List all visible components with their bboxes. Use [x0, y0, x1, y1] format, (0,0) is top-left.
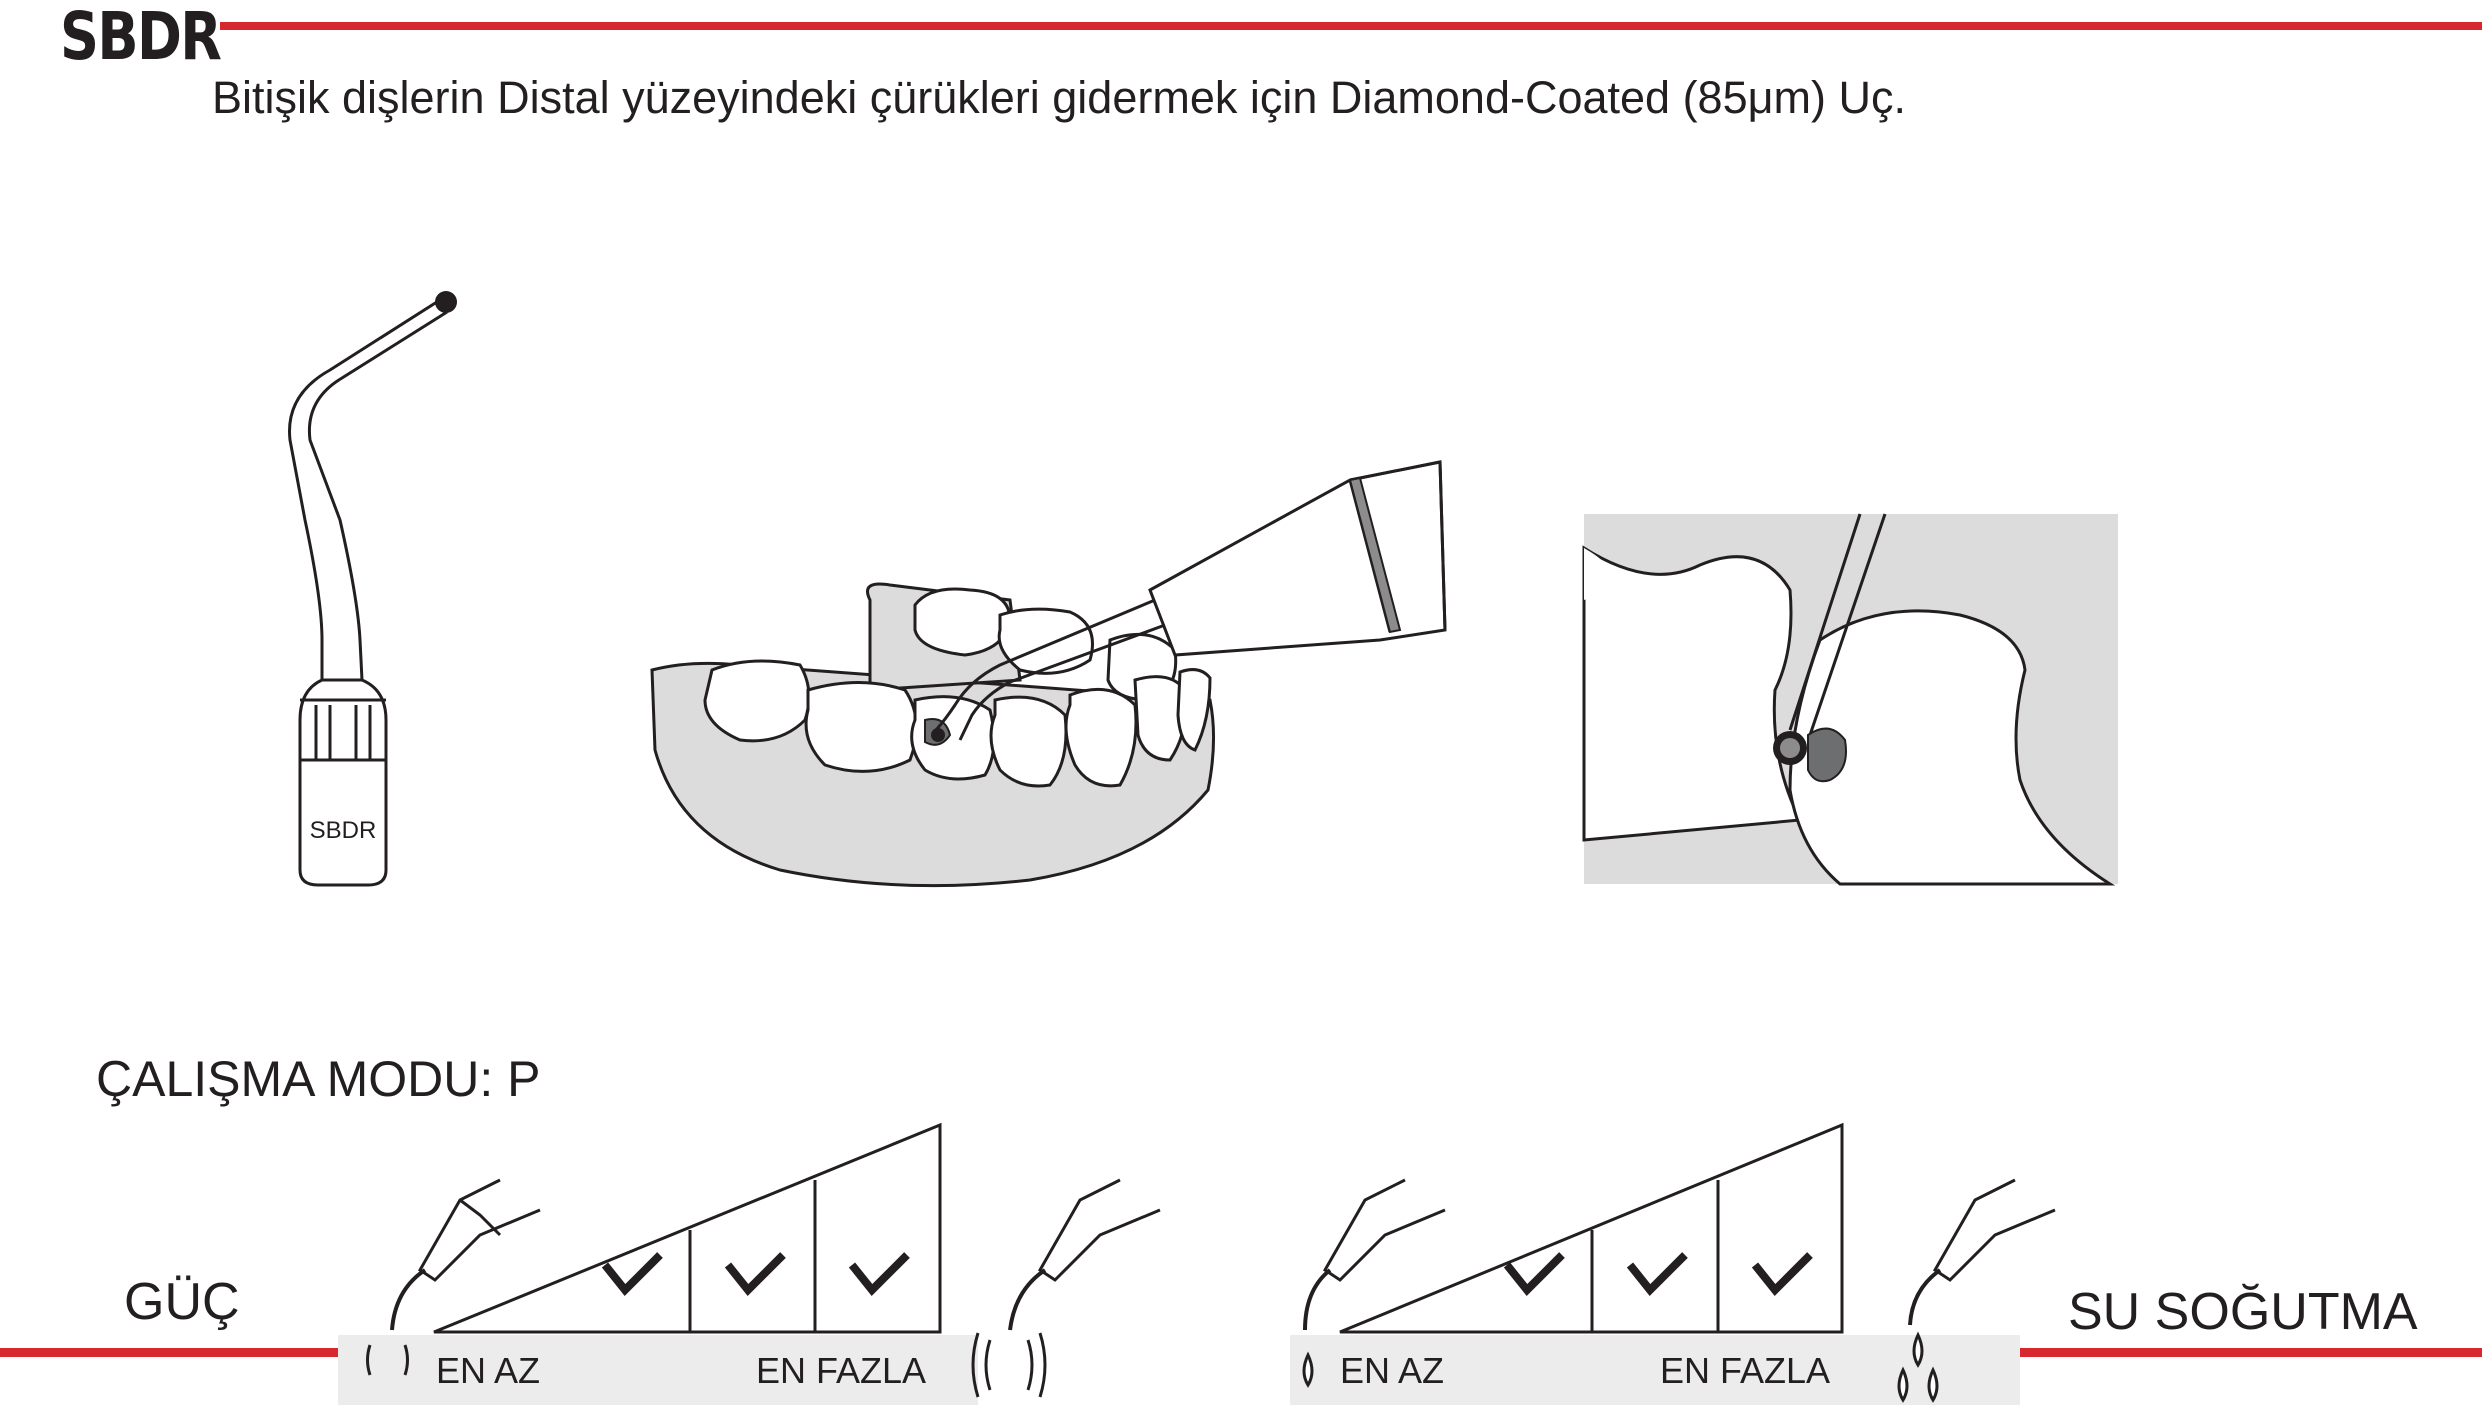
water-checkmarks: [1503, 1252, 1813, 1296]
water-cooling-label: SU SOĞUTMA: [2068, 1283, 2418, 1341]
water-max-label: EN FAZLA: [1660, 1350, 1831, 1391]
power-checkmarks: [601, 1252, 910, 1296]
power-min-label: EN AZ: [436, 1350, 541, 1391]
water-rule: [2020, 1348, 2482, 1357]
product-code: SBDR: [60, 0, 222, 75]
checkmark-icon: [724, 1252, 786, 1296]
power-max-label: EN FAZLA: [756, 1350, 927, 1391]
low-vibration-icon: [366, 1344, 372, 1376]
water-min-label: EN AZ: [1340, 1350, 1445, 1391]
triple-drop-icon: [1897, 1331, 1939, 1403]
power-rule: [0, 1348, 338, 1357]
single-drop-icon: [1302, 1351, 1314, 1388]
checkmark-icon: [1626, 1252, 1688, 1296]
power-label: GÜÇ: [124, 1273, 240, 1331]
diamond-tip-icon: [435, 291, 457, 313]
checkmark-icon: [848, 1252, 910, 1296]
header-rule: [220, 22, 2482, 30]
tip-engraving: SBDR: [310, 817, 377, 844]
product-description: Bitişik dişlerin Distal yüzeyindeki çürü…: [212, 72, 1907, 123]
high-vibration-icon: [971, 1332, 1047, 1398]
working-mode-label: ÇALIŞMA MODU: P: [96, 1051, 541, 1107]
checkmark-icon: [1503, 1252, 1565, 1296]
checkmark-icon: [1751, 1252, 1813, 1296]
checkmark-icon: [601, 1252, 663, 1296]
